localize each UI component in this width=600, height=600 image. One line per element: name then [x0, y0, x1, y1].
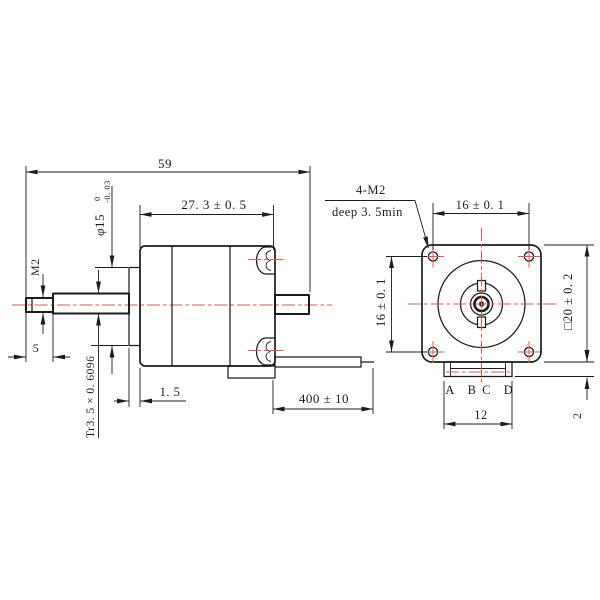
pin-label-a: A [445, 383, 455, 397]
dim-square-size: □20 ± 0. 2 [544, 244, 594, 363]
mount-note-line2: deep 3. 5min [332, 205, 403, 219]
connector-front [443, 361, 513, 378]
pin-label-b: B [468, 383, 477, 397]
pin-labels: A B C D [445, 383, 513, 397]
dim-pilot-diameter: φ15 0 -0. 03 [91, 180, 128, 374]
mounting-hole-note: 4-M2 deep 3. 5min [325, 183, 429, 249]
dim-hole-spacing-side: 16 ± 0. 1 [374, 256, 427, 353]
dim-leadscrew-spec: Tr3. 5 × 0. 6096 [85, 270, 101, 438]
motor-body [139, 245, 276, 367]
dim-front-thread: M2 [28, 258, 46, 334]
connector-side [227, 365, 276, 379]
front-view: A B C D 4-M2 deep 3. 5min 16 ± 0. 1 16 ±… [325, 183, 594, 429]
pilot-boss [128, 266, 141, 347]
thread-length-label: 5 [33, 341, 40, 355]
pilot-diameter-tol-upper: 0 [92, 196, 102, 201]
dim-thread-length: 5 [8, 314, 70, 362]
assembly-screw-top [248, 246, 287, 275]
square-size-label: □20 ± 0. 2 [561, 273, 575, 330]
dim-hole-spacing-top: 16 ± 0. 1 [432, 198, 530, 250]
lead-wire-braid [274, 356, 362, 368]
leadscrew-shaft [52, 292, 130, 315]
rear-shaft [274, 294, 310, 315]
pin-label-d: D [504, 383, 514, 397]
overall-length-label: 59 [158, 156, 172, 171]
flange-thickness-label: 1. 5 [160, 385, 181, 399]
leadscrew-spec-label: Tr3. 5 × 0. 6096 [85, 356, 97, 438]
front-thread-label: M2 [28, 258, 42, 276]
pilot-diameter-tol-lower: -0. 03 [102, 180, 112, 203]
dim-wire-length: 400 ± 10 [272, 368, 374, 414]
hole-spacing-side-label: 16 ± 0. 1 [374, 278, 388, 327]
body-length-label: 27. 3 ± 0. 5 [181, 197, 246, 212]
dim-body-length: 27. 3 ± 0. 5 [139, 197, 274, 250]
dim-overall-length: 59 [25, 156, 311, 362]
hole-spacing-top-label: 16 ± 0. 1 [456, 198, 505, 212]
pin-label-c: C [482, 383, 491, 397]
dim-flange-thickness: 1. 5 [114, 348, 186, 407]
assembly-screw-bottom [248, 337, 287, 366]
connector-width-label: 12 [474, 408, 488, 422]
dim-connector-width: 12 [443, 381, 513, 429]
dim-connector-height: 2 [515, 348, 594, 419]
mount-note-line1: 4-M2 [356, 183, 386, 197]
pilot-diameter-label: φ15 [92, 214, 107, 236]
wire-length-label: 400 ± 10 [299, 391, 349, 406]
connector-height-label: 2 [570, 413, 584, 420]
side-view: 59 27. 3 ± 0. 5 φ15 0 -0. 03 M2 5 [8, 156, 374, 438]
